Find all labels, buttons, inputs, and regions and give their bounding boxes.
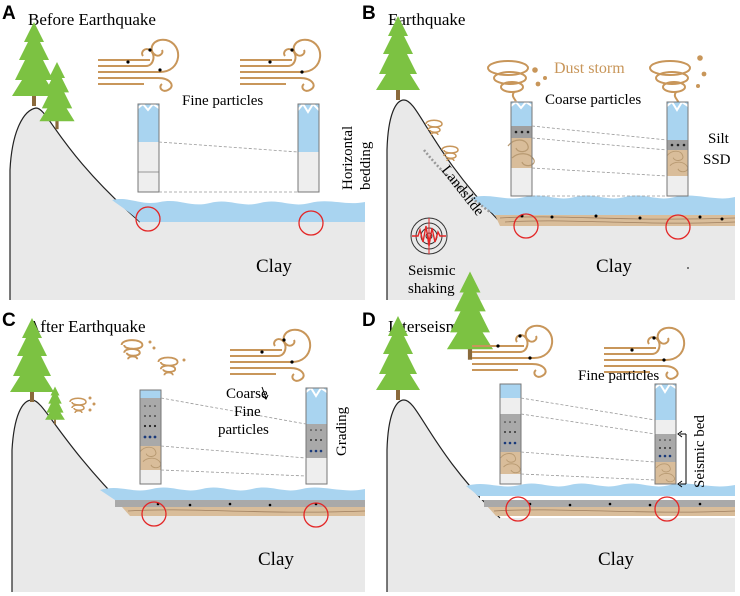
hill-slope	[386, 399, 501, 592]
panel-letter-d: D	[362, 310, 376, 331]
clay-label: Clay	[256, 256, 292, 277]
label-shaking: shaking	[408, 281, 455, 297]
highlight-circle	[665, 214, 691, 240]
hill-slope	[386, 99, 501, 300]
clay-label: Clay	[258, 549, 294, 570]
clay-ground	[387, 400, 735, 592]
highlight-circle	[513, 213, 539, 239]
clay-label: Clay	[596, 256, 632, 277]
sediment-core	[137, 102, 160, 193]
hill-slope	[11, 399, 131, 592]
dust-swirl-icon	[157, 356, 179, 377]
panel-a: A Before Earthquake Fine particles	[2, 3, 374, 300]
panel-d: D Interseismic Fine particles	[362, 271, 736, 592]
panel-letter-b: B	[362, 3, 376, 24]
silt-layer	[115, 500, 365, 507]
label-grading: Grading	[334, 406, 350, 456]
label-seismic: Seismic	[408, 263, 456, 279]
seismic-bed-bracket	[677, 430, 687, 488]
wind-icon	[239, 38, 322, 92]
wind-icon	[97, 38, 180, 92]
sediment-core	[666, 100, 689, 197]
highlight-circle	[135, 206, 161, 232]
dust-storm-icon	[649, 60, 691, 105]
label-ssd: SSD	[703, 152, 731, 168]
label-dust-storm: Dust storm	[554, 60, 625, 77]
clay-ground	[10, 108, 365, 300]
seismic-shaking-icon	[410, 217, 448, 255]
highlight-circle	[141, 501, 167, 527]
sediment-core	[507, 100, 535, 197]
sediment-core	[305, 386, 328, 485]
highlight-circle	[505, 496, 531, 522]
highlight-circle	[303, 502, 329, 528]
wind-icon	[471, 324, 554, 378]
highlight-circle	[654, 496, 680, 522]
label-silt: Silt	[708, 131, 730, 147]
landslide-debris	[423, 149, 491, 214]
lake-water	[466, 483, 735, 496]
lake-water	[112, 199, 365, 222]
clay-ground	[387, 100, 735, 300]
clay-label: Clay	[598, 549, 634, 570]
label-bedding: bedding	[358, 141, 374, 190]
label-fine-particles: Fine particles	[578, 368, 659, 384]
dust-swirl-icon	[69, 397, 87, 414]
sediment-core	[297, 102, 320, 193]
label-coarse-particles: Coarse particles	[545, 92, 641, 108]
tree-icon	[45, 386, 65, 425]
label-particles: particles	[218, 422, 269, 438]
label-coarse: Coarse	[226, 386, 268, 402]
label-fine: Fine	[234, 404, 261, 420]
lake-water	[100, 487, 365, 500]
sediment-core	[499, 383, 522, 485]
hill-slope	[9, 107, 141, 300]
sediment-core	[139, 389, 162, 485]
panel-c: C After Earthquake	[2, 310, 366, 592]
fine-layer	[480, 496, 735, 500]
lake-water	[470, 195, 735, 215]
wind-icon	[229, 328, 312, 382]
panel-title-c: After Earthquake	[28, 317, 146, 336]
dust-storm-icon	[487, 60, 529, 105]
label-horizontal: Horizontal	[340, 126, 356, 190]
label-fine-particles: Fine particles	[182, 93, 263, 109]
panel-title-b: Earthquake	[388, 10, 465, 29]
highlight-circle	[298, 210, 324, 236]
sediment-core	[654, 382, 677, 485]
clay-ground	[12, 400, 365, 592]
panel-letter-a: A	[2, 3, 16, 24]
panel-b: B Earthquake Dust storm Coarse particles	[362, 3, 736, 300]
panel-letter-c: C	[2, 310, 16, 331]
panel-title-a: Before Earthquake	[28, 10, 156, 29]
dust-swirl-icon	[120, 339, 144, 361]
label-seismic-bed: Seismic bed	[692, 415, 708, 488]
